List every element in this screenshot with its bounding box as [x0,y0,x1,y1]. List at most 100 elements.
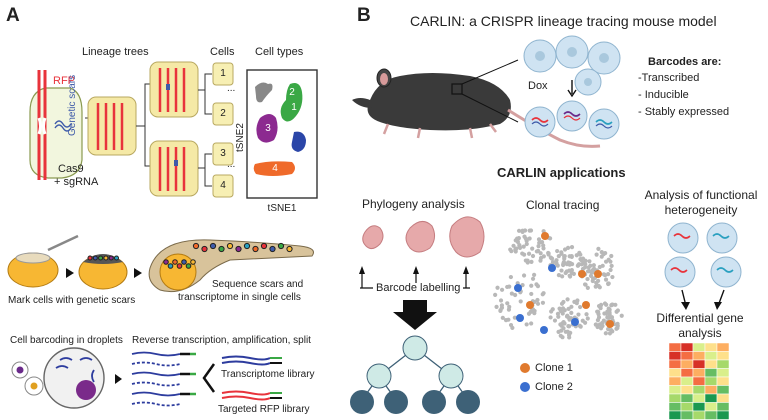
cell-point [527,228,532,233]
clone-2-point [516,314,524,322]
cell-point [585,276,590,282]
cell-point [548,255,553,260]
cell-point [538,251,543,256]
scar-cell-dot [192,242,200,250]
cell-point [526,251,532,256]
cell-point [557,306,562,311]
heatmap-cell [680,393,694,403]
phylogeny-label: Phylogeny analysis [362,197,465,211]
clonal-tracing-label: Clonal tracing [526,198,600,212]
cell-point [555,263,560,268]
cell-point [569,253,574,259]
cell-point [556,254,561,259]
heatmap-cell [680,376,694,386]
cell-point [582,320,588,325]
cell-point [555,248,560,254]
cell-point [563,329,568,334]
reads [131,351,196,407]
cell-point [578,324,583,329]
embryo-injection [7,234,79,288]
cell-point [521,273,527,278]
marked-cell-dot [98,255,104,261]
cells-before-dox [523,35,621,96]
cell-point [515,239,521,245]
scar-cell-dot [243,242,251,250]
rfp-construct [29,70,83,180]
heatmap-cell [692,368,706,378]
cell-point [596,246,601,251]
marked-cell-dot [108,255,114,261]
cell-point [610,274,615,280]
clonal-scatter [493,228,624,340]
clone-1-point [594,270,602,278]
clone-1-point [582,301,590,309]
marked-cell-dot [92,255,98,261]
cell-point [583,258,588,263]
expression-heatmap [668,342,730,420]
cell-point [552,318,558,323]
phylogeny-tree [350,335,480,414]
cell-point [565,245,571,250]
cell-point [564,262,570,267]
cell-number-3: 3 [220,148,226,159]
cell-point [535,301,541,306]
cell-types-label: Cell types [255,46,304,58]
cell-point [539,240,545,245]
cell-point [604,302,609,307]
cell-point [499,287,505,292]
cell-point [529,321,534,326]
ellipsis-upper: ... [227,83,236,94]
cell-point [562,321,567,326]
cell-point [576,312,581,317]
cell-point [615,323,620,329]
cell-point [569,261,575,267]
cell-point [540,300,546,305]
sequence-label-line1: Sequence scars and [212,279,304,290]
cell-point [540,292,545,297]
scar-cell-dot [185,263,192,269]
scar-cell-dot [252,245,259,253]
cas9-label: Cas9 [58,163,84,175]
cell-point [609,263,614,269]
clone-1-legend-label: Clone 1 [535,362,573,374]
scar-cell-dot [277,242,285,250]
cell-point [559,268,564,273]
cell-point [508,247,513,252]
larva-fish [148,239,314,293]
cell-point [596,315,602,320]
heatmap-cell [668,342,682,352]
clone-2-legend-label: Clone 2 [535,381,573,393]
cell-point [566,315,571,320]
cell-point [560,274,565,279]
lineage-tree-root [87,96,137,156]
targeted-library-reads [221,390,282,401]
heatmap-cell [704,351,718,361]
cell-point [593,322,598,327]
tsne1-label: tSNE1 [267,203,297,214]
barcode-property-3: - Stably expressed [638,106,730,118]
cell-point [522,234,527,239]
cell-point [505,284,510,290]
cell-point [601,318,606,323]
cell-point [509,291,514,296]
cell-point [584,312,589,317]
cell-point [530,246,535,251]
cell-point [550,260,556,265]
cell-point [603,277,609,282]
cells-after-dox [524,100,620,140]
cell-point [527,236,532,241]
barcode-property-2: - Inducible [638,89,689,101]
cell-point [609,315,615,320]
cell-point [609,253,614,259]
droplets-label: Cell barcoding in droplets [10,335,123,346]
heatmap-cell [704,359,718,369]
cell-point [569,310,574,315]
cell-point [588,263,593,268]
panel-b-label: B [357,5,371,26]
cell-point [562,254,567,259]
cell-point [525,260,530,265]
droplets [11,347,105,409]
scar-cell-dot [209,242,217,250]
cell-point [600,323,605,329]
heatmap-cell [668,376,682,386]
